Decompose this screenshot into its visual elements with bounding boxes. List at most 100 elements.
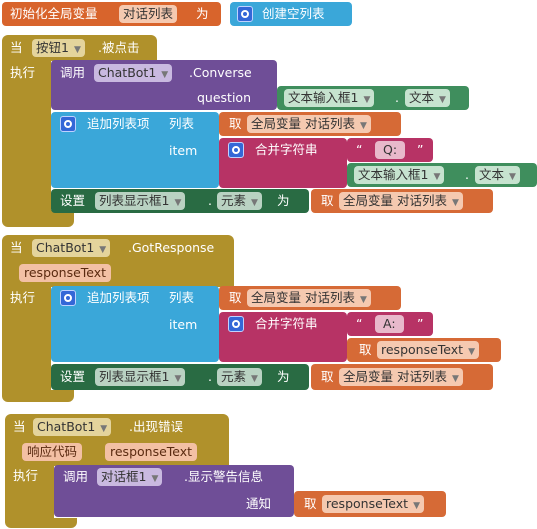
get-global-list-block[interactable]: 取 全局变量 对话列表▼ <box>311 189 493 213</box>
get-label: 取 <box>321 369 334 384</box>
text-property-dropdown[interactable]: 文本▼ <box>405 89 450 107</box>
global-variable-name-field[interactable]: 对话列表 <box>119 5 178 23</box>
gear-icon[interactable] <box>60 116 76 132</box>
get-label: 取 <box>359 342 372 357</box>
add-items-to-list-block[interactable]: 追加列表项 列表 item <box>51 112 219 188</box>
add-items-to-list-block[interactable]: 追加列表项 列表 item <box>51 286 219 362</box>
global-variable-dropdown[interactable]: 全局变量 对话列表▼ <box>247 115 371 133</box>
response-text-dropdown[interactable]: responseText▼ <box>377 341 479 359</box>
open-quote: “ <box>356 142 363 157</box>
to-label: 为 <box>277 369 290 384</box>
create-empty-list-block[interactable]: 创建空列表 <box>230 2 352 26</box>
when-label: 当 <box>10 240 23 255</box>
notifier-component-dropdown[interactable]: 对话框1▼ <box>97 468 163 486</box>
join-text-block[interactable]: 合并字符串 <box>219 138 347 188</box>
set-listview-elements-block[interactable]: 设置 列表显示框1▼ . 元素▼ 为 <box>51 189 309 213</box>
got-response-event-label: .GotResponse <box>128 240 215 255</box>
global-variable-init-block[interactable]: 初始化全局变量 对话列表 为 <box>2 2 221 26</box>
do-label: 执行 <box>10 65 36 80</box>
get-global-list-block[interactable]: 取 全局变量 对话列表▼ <box>219 112 401 136</box>
dot-label: . <box>465 167 469 182</box>
error-event-label: .出现错误 <box>129 419 183 434</box>
event-bottom-bar <box>2 210 74 227</box>
set-label: 设置 <box>60 193 86 208</box>
listview-component-dropdown[interactable]: 列表显示框1▼ <box>95 192 186 210</box>
dot-label: . <box>208 193 212 208</box>
text-property-dropdown[interactable]: 文本▼ <box>475 166 520 184</box>
gear-icon[interactable] <box>228 142 244 158</box>
textbox-component-dropdown[interactable]: 文本输入框1▼ <box>284 89 375 107</box>
text-string-block[interactable]: “ A: ” <box>347 312 433 336</box>
button-component-dropdown[interactable]: 按钮1▼ <box>32 39 85 57</box>
create-empty-list-label: 创建空列表 <box>262 6 325 21</box>
question-param-label: question <box>197 90 252 105</box>
add-items-label: 追加列表项 <box>87 116 150 131</box>
global-variable-dropdown[interactable]: 全局变量 对话列表▼ <box>339 368 463 386</box>
set-label: 设置 <box>60 369 86 384</box>
set-listview-elements-block[interactable]: 设置 列表显示框1▼ . 元素▼ 为 <box>51 364 309 390</box>
when-label: 当 <box>13 419 26 434</box>
elements-property-dropdown[interactable]: 元素▼ <box>217 368 262 386</box>
got-response-event-block[interactable]: 当 ChatBot1▼ .GotResponse responseText <box>2 235 234 287</box>
call-label: 调用 <box>60 65 86 80</box>
event-body-bar: 执行 <box>5 465 54 519</box>
init-global-label: 初始化全局变量 <box>10 6 98 21</box>
join-text-block[interactable]: 合并字符串 <box>219 312 347 362</box>
chatbot-component-dropdown[interactable]: ChatBot1▼ <box>94 64 173 82</box>
event-bottom-bar <box>5 518 77 528</box>
to-label: 为 <box>196 6 209 21</box>
response-code-param[interactable]: 响应代码 <box>22 443 83 461</box>
get-response-text-block[interactable]: 取 responseText▼ <box>347 338 501 362</box>
item-socket-label: item <box>169 317 198 332</box>
get-global-list-block[interactable]: 取 全局变量 对话列表▼ <box>311 364 493 390</box>
textbox-text-getter-1[interactable]: 文本输入框1▼ . 文本▼ <box>277 86 469 110</box>
error-occurred-event-block[interactable]: 当 ChatBot1▼ .出现错误 响应代码 responseText <box>5 414 229 466</box>
chatbot-component-dropdown[interactable]: ChatBot1▼ <box>32 239 111 257</box>
event-body-bar: 执行 <box>2 286 51 391</box>
to-label: 为 <box>277 193 290 208</box>
call-label: 调用 <box>63 469 89 484</box>
global-variable-dropdown[interactable]: 全局变量 对话列表▼ <box>339 192 463 210</box>
gear-icon[interactable] <box>237 6 253 22</box>
do-label: 执行 <box>10 290 36 305</box>
call-converse-block[interactable]: 调用 ChatBot1▼ .Converse question <box>51 60 277 110</box>
global-variable-dropdown[interactable]: 全局变量 对话列表▼ <box>247 289 371 307</box>
dot-label: . <box>395 90 399 105</box>
get-global-list-block[interactable]: 取 全局变量 对话列表▼ <box>219 286 401 310</box>
when-label: 当 <box>10 40 23 55</box>
event-body-bar: 执行 <box>2 60 51 210</box>
click-event-label: .被点击 <box>98 40 140 55</box>
text-string-block[interactable]: “ Q: ” <box>347 138 433 162</box>
join-label: 合并字符串 <box>255 142 318 157</box>
elements-property-dropdown[interactable]: 元素▼ <box>217 192 262 210</box>
do-label: 执行 <box>13 468 39 483</box>
close-quote: ” <box>417 142 424 157</box>
show-alert-method-label: .显示警告信息 <box>184 469 263 484</box>
get-label: 取 <box>304 496 317 511</box>
open-quote: “ <box>356 316 363 331</box>
get-label: 取 <box>229 290 242 305</box>
add-items-label: 追加列表项 <box>87 290 150 305</box>
get-response-text-block[interactable]: 取 responseText▼ <box>294 491 446 517</box>
item-socket-label: item <box>169 143 198 158</box>
response-text-param[interactable]: responseText <box>105 443 198 461</box>
dot-label: . <box>208 369 212 384</box>
text-value-field[interactable]: Q: <box>375 141 406 159</box>
textbox-component-dropdown[interactable]: 文本输入框1▼ <box>354 166 445 184</box>
list-socket-label: 列表 <box>169 116 195 131</box>
close-quote: ” <box>417 316 424 331</box>
textbox-text-getter-2[interactable]: 文本输入框1▼ . 文本▼ <box>347 163 537 187</box>
listview-component-dropdown[interactable]: 列表显示框1▼ <box>95 368 186 386</box>
call-show-alert-block[interactable]: 调用 对话框1▼ .显示警告信息 通知 <box>54 465 294 517</box>
event-bottom-bar <box>2 390 74 402</box>
gear-icon[interactable] <box>60 290 76 306</box>
notice-param-label: 通知 <box>246 496 272 511</box>
list-socket-label: 列表 <box>169 290 195 305</box>
response-text-dropdown[interactable]: responseText▼ <box>322 495 424 513</box>
response-text-param[interactable]: responseText <box>19 264 112 282</box>
gear-icon[interactable] <box>228 316 244 332</box>
chatbot-component-dropdown[interactable]: ChatBot1▼ <box>33 418 112 436</box>
button-click-event-block[interactable]: 当 按钮1▼ .被点击 <box>2 35 157 61</box>
text-value-field[interactable]: A: <box>375 315 404 333</box>
get-label: 取 <box>321 193 334 208</box>
